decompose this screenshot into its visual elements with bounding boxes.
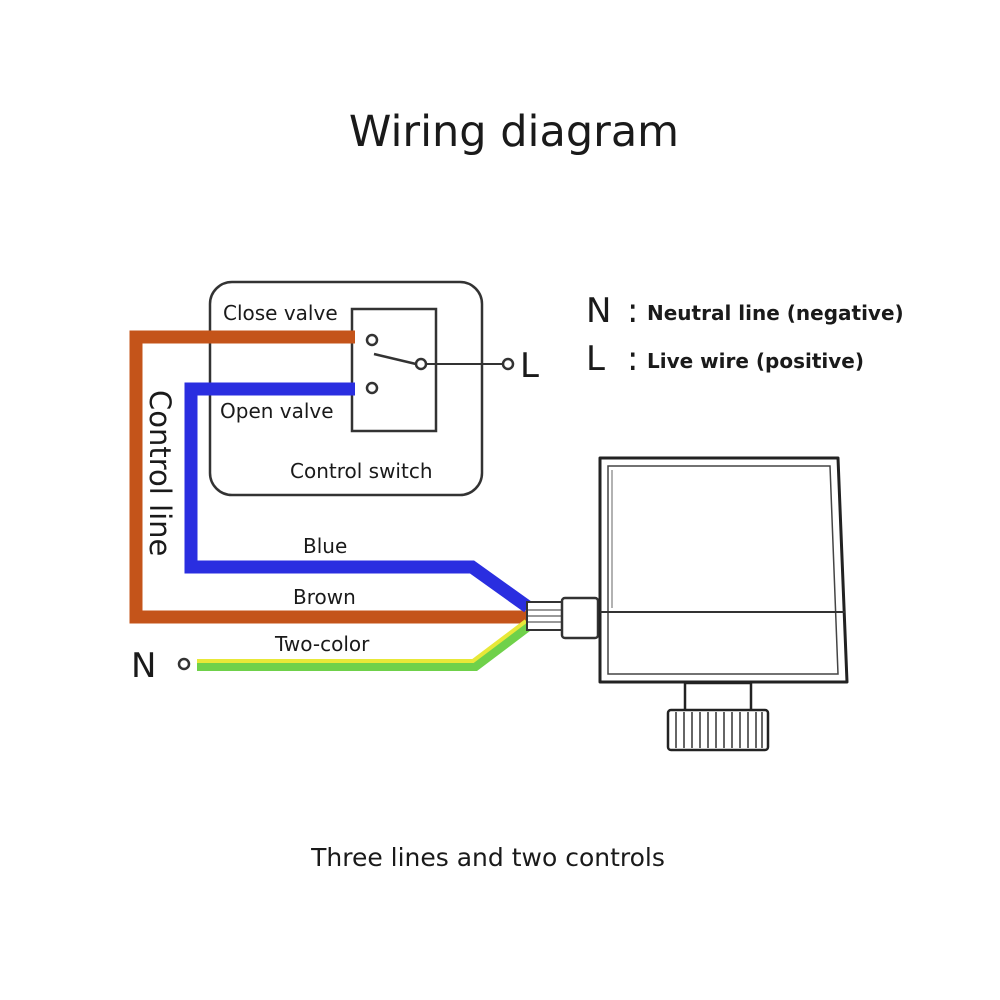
brown-wire-label: Brown bbox=[293, 585, 356, 609]
legend-l-separator: : bbox=[627, 339, 638, 379]
open-valve-label: Open valve bbox=[220, 399, 334, 423]
brown-wire bbox=[129, 330, 528, 624]
two-color-wire-green bbox=[197, 620, 532, 671]
close-contact bbox=[365, 333, 379, 347]
neutral-terminal-label: N bbox=[131, 646, 156, 686]
legend-l-symbol: L bbox=[586, 339, 605, 379]
close-valve-label: Close valve bbox=[223, 301, 338, 325]
legend-n-separator: : bbox=[627, 291, 638, 331]
legend-l-description: Live wire (positive) bbox=[647, 349, 864, 373]
legend-n-symbol: N bbox=[586, 291, 611, 331]
cable-gland bbox=[560, 596, 600, 640]
control-line-label: Control line bbox=[143, 390, 177, 556]
switch-lever bbox=[373, 352, 417, 366]
control-switch-label: Control switch bbox=[290, 459, 433, 483]
open-contact bbox=[365, 381, 379, 395]
blue-wire-label: Blue bbox=[303, 534, 347, 558]
diagram-title: Wiring diagram bbox=[349, 107, 679, 157]
common-contact bbox=[414, 357, 428, 371]
blue-wire bbox=[184, 382, 532, 613]
live-terminal-label: L bbox=[520, 346, 539, 386]
actuator-knob bbox=[666, 708, 770, 752]
switch-body bbox=[350, 307, 438, 433]
legend-n-description: Neutral line (negative) bbox=[647, 301, 904, 325]
two-color-wire-label: Two-color bbox=[274, 632, 370, 656]
diagram-caption: Three lines and two controls bbox=[310, 843, 665, 872]
two-color-wire-yellow bbox=[197, 619, 528, 663]
neutral-terminal bbox=[177, 657, 191, 671]
live-terminal bbox=[501, 357, 515, 371]
actuator bbox=[598, 456, 849, 752]
